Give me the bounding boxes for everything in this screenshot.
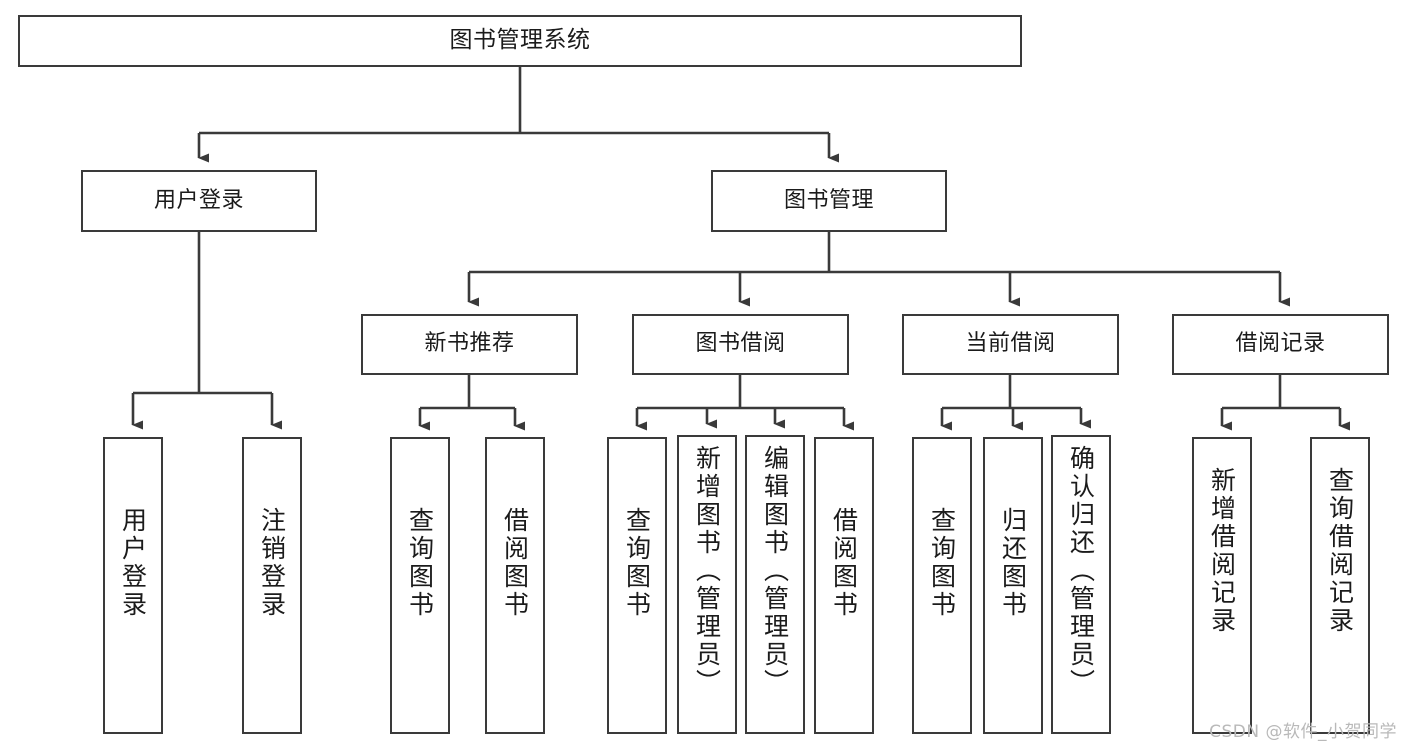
node-leaf-edit-book[interactable]: 编辑图书（管理员） (745, 435, 805, 734)
node-leaf-add-record[interactable]: 新增借阅记录 (1192, 437, 1252, 734)
node-leaf-query-book-2-label: 查询图书 (622, 507, 652, 619)
node-new-book-recommend[interactable]: 新书推荐 (361, 314, 578, 375)
node-leaf-query-record-label: 查询借阅记录 (1325, 467, 1355, 635)
node-leaf-borrow-book-2[interactable]: 借阅图书 (814, 437, 874, 734)
node-user-login[interactable]: 用户登录 (81, 170, 317, 232)
node-leaf-confirm-return-label: 确认归还（管理员） (1066, 445, 1096, 697)
node-leaf-add-book-label: 新增图书（管理员） (692, 445, 722, 697)
node-book-manage-label: 图书管理 (783, 187, 874, 213)
node-leaf-user-login[interactable]: 用户登录 (103, 437, 163, 734)
node-book-manage[interactable]: 图书管理 (711, 170, 947, 232)
node-new-book-recommend-label: 新书推荐 (424, 331, 515, 357)
node-leaf-query-book-3-label: 查询图书 (927, 507, 957, 619)
node-leaf-logout-label: 注销登录 (257, 507, 287, 619)
node-root[interactable]: 图书管理系统 (18, 15, 1022, 67)
node-book-borrow[interactable]: 图书借阅 (632, 314, 849, 375)
node-leaf-borrow-book-2-label: 借阅图书 (829, 507, 859, 619)
node-current-borrow[interactable]: 当前借阅 (902, 314, 1119, 375)
node-leaf-return-book[interactable]: 归还图书 (983, 437, 1043, 734)
node-book-borrow-label: 图书借阅 (695, 331, 786, 357)
node-leaf-query-book-2[interactable]: 查询图书 (607, 437, 667, 734)
node-leaf-borrow-book-1[interactable]: 借阅图书 (485, 437, 545, 734)
node-leaf-add-record-label: 新增借阅记录 (1207, 467, 1237, 635)
node-leaf-edit-book-label: 编辑图书（管理员） (760, 445, 790, 697)
node-current-borrow-label: 当前借阅 (965, 331, 1056, 357)
node-borrow-record-label: 借阅记录 (1235, 331, 1326, 357)
node-leaf-confirm-return[interactable]: 确认归还（管理员） (1051, 435, 1111, 734)
node-leaf-borrow-book-1-label: 借阅图书 (500, 507, 530, 619)
node-root-label: 图书管理系统 (449, 27, 591, 54)
node-leaf-query-book-1-label: 查询图书 (405, 507, 435, 619)
node-leaf-query-record[interactable]: 查询借阅记录 (1310, 437, 1370, 734)
csdn-watermark: CSDN @软件_小贺同学 (1209, 722, 1397, 742)
node-leaf-user-login-label: 用户登录 (118, 507, 148, 619)
node-leaf-add-book[interactable]: 新增图书（管理员） (677, 435, 737, 734)
node-leaf-logout[interactable]: 注销登录 (242, 437, 302, 734)
node-leaf-query-book-1[interactable]: 查询图书 (390, 437, 450, 734)
node-leaf-query-book-3[interactable]: 查询图书 (912, 437, 972, 734)
node-user-login-label: 用户登录 (153, 187, 244, 213)
node-borrow-record[interactable]: 借阅记录 (1172, 314, 1389, 375)
node-leaf-return-book-label: 归还图书 (998, 507, 1028, 619)
